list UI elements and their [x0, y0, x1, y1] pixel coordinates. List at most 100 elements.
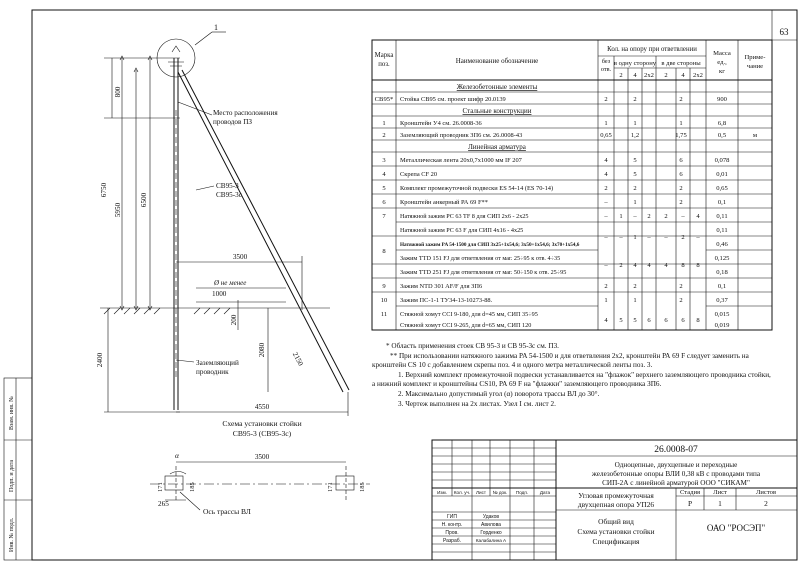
svg-text:–: – — [695, 234, 700, 241]
left-margin: Взам. инв. № Подп. и дата Инв. № подл. — [3, 377, 33, 561]
svg-text:1: 1 — [679, 120, 682, 127]
svg-text:Зажим NTD 301 AF/F для ЗП6: Зажим NTD 301 AF/F для ЗП6 — [400, 283, 482, 290]
svg-text:Зажим ПС-1-1 ТУ34-13-10273-88.: Зажим ПС-1-1 ТУ34-13-10273-88. — [400, 297, 493, 304]
dim-6750: 6750 — [100, 182, 108, 197]
svg-text:–: – — [603, 199, 608, 206]
h-sub-1: 2 — [619, 72, 622, 79]
svg-text:6: 6 — [382, 199, 386, 206]
h-qty: Кол. на опору при ответвлении — [607, 46, 697, 53]
svg-text:Стойка СВ95 см. проект шифр 20: Стойка СВ95 см. проект шифр 20.0139 — [400, 96, 506, 103]
margin-label-replace: Взам. инв. № — [9, 396, 15, 430]
table-row: 1 Кронштейн У4 см. 26.0008-36 1 1 1 6,8 — [382, 120, 726, 127]
sub-line-3: Спецификация — [593, 537, 640, 546]
sheet-number: 63 — [780, 27, 790, 37]
note-3: 3. Чертеж выполнен на 2х листах. Узел I … — [398, 399, 556, 408]
svg-text:2: 2 — [679, 283, 682, 290]
svg-text:5: 5 — [633, 157, 637, 164]
svg-text:Металлическая лента 20х0,7х100: Металлическая лента 20х0,7х1000 мм IF 20… — [400, 157, 523, 164]
col-head-sign: Подп. — [516, 490, 528, 495]
svg-text:Натяжной зажим PC 63 F для СИП: Натяжной зажим PC 63 F для СИП 4х16 - 4х… — [400, 227, 523, 234]
h-note-2: чание — [747, 63, 763, 70]
dim-800: 800 — [114, 86, 122, 97]
svg-text:Комплект промежуточной подвеск: Комплект промежуточной подвески ES 54-14… — [400, 185, 553, 192]
h-sub-2: 4 — [633, 72, 637, 79]
svg-text:2: 2 — [679, 185, 682, 192]
svg-text:–: – — [663, 234, 668, 241]
h-note-1: Приме- — [745, 54, 766, 61]
table-row: 10 Зажим ПС-1-1 ТУ34-13-10273-88. 1 1 2 … — [381, 297, 729, 304]
svg-text:0,125: 0,125 — [715, 255, 731, 262]
svg-text:4: 4 — [604, 157, 608, 164]
table-row: 3 Металлическая лента 20х0,7х1000 мм IF … — [382, 157, 730, 164]
svg-text:Натяжной зажим PA 54-1500 для: Натяжной зажим PA 54-1500 для СИП 3х25+1… — [400, 241, 580, 248]
table-row: Натяжной зажим PA 54-1500 для СИП 3х25+1… — [400, 241, 728, 248]
svg-text:2: 2 — [382, 132, 385, 139]
project-line-2: железобетонные опоры ВЛИ 0,38 кВ с прово… — [591, 470, 761, 478]
svg-text:0,1: 0,1 — [718, 283, 726, 290]
svg-text:0,65: 0,65 — [600, 132, 612, 139]
svg-text:2: 2 — [679, 96, 682, 103]
dim-6500: 6500 — [140, 192, 148, 207]
svg-text:–: – — [603, 213, 608, 220]
doc-code: 26.0008-07 — [654, 445, 698, 455]
table-row: Зажим TTD 251 FJ для ответвления от маг.… — [400, 262, 728, 276]
table-row: 6 Кронштейн анкерный РА 69 F** – 1 2 0,1 — [382, 199, 726, 206]
svg-text:0,11: 0,11 — [716, 227, 727, 234]
plan-axis-label: Ось трассы ВЛ — [203, 507, 251, 516]
svg-text:0,5: 0,5 — [718, 132, 727, 139]
svg-text:4: 4 — [696, 213, 700, 220]
dim-2150: 2150 — [291, 351, 305, 368]
pole-strut — [177, 71, 344, 393]
stage-value: Р — [688, 499, 692, 508]
plan-foot-left — [164, 475, 184, 491]
caption-1: Схема установки стойки — [222, 419, 301, 428]
svg-text:1: 1 — [633, 234, 636, 241]
plan-foot-right — [335, 475, 355, 491]
svg-text:м: м — [753, 132, 758, 139]
sub-line-2: Схема установки стойки — [577, 527, 654, 536]
pole-elevation: 1 Место расположения проводов ПЗ СВ95-3 … — [96, 23, 350, 438]
svg-text:0,078: 0,078 — [715, 157, 731, 164]
svg-text:–: – — [603, 234, 608, 241]
svg-text:0,11: 0,11 — [716, 213, 727, 220]
svg-text:2: 2 — [604, 96, 607, 103]
col-head-izm: Изм. — [437, 490, 447, 495]
sheet-frame — [31, 9, 798, 561]
caption-2: СВ95-3 (СВ95-3с) — [233, 429, 292, 438]
svg-text:5: 5 — [619, 317, 623, 324]
svg-text:Скрепа CF 20: Скрепа CF 20 — [400, 171, 437, 178]
min-value: 1000 — [212, 290, 227, 298]
svg-text:4: 4 — [604, 171, 608, 178]
svg-text:4: 4 — [382, 171, 386, 178]
svg-text:0,1: 0,1 — [718, 199, 726, 206]
table-row: Стяжной хомут CCI 9-265, для d=65 мм, СИ… — [400, 317, 730, 329]
stage-head: Стадия — [680, 489, 700, 496]
callout-1: 1 — [214, 23, 218, 32]
svg-text:4: 4 — [604, 317, 608, 324]
svg-text:0,37: 0,37 — [716, 297, 728, 304]
table-row: 9 Зажим NTD 301 AF/F для ЗП6 2 2 2 0,1 — [382, 283, 726, 290]
svg-text:5: 5 — [382, 185, 386, 192]
svg-text:Кронштейн У4 см. 26.0008-36: Кронштейн У4 см. 26.0008-36 — [400, 120, 482, 127]
svg-text:СВ95*: СВ95* — [375, 96, 394, 103]
role-nkontr: Н. контр. — [442, 522, 463, 528]
name-nkontr: Авилова — [481, 522, 501, 528]
col-head-date: Дата — [540, 490, 551, 495]
svg-text:8: 8 — [382, 248, 386, 255]
svg-text:2: 2 — [633, 283, 636, 290]
h-sub-3: 2х2 — [644, 72, 654, 79]
svg-text:6,8: 6,8 — [718, 120, 727, 127]
role-prov: Пров. — [445, 530, 458, 536]
col-head-list: Лист — [476, 490, 487, 495]
margin-label-sign: Подп. и дата — [9, 460, 15, 492]
plan-view: 3500 α 171 185 171 185 265 Ось трассы ВЛ — [150, 451, 370, 516]
h-sub-5: 4 — [681, 72, 685, 79]
svg-text:Натяжной зажим PC 63 TF 8 для: Натяжной зажим PC 63 TF 8 для СИП 2х6 - … — [400, 213, 529, 220]
svg-text:2: 2 — [633, 185, 636, 192]
title-block: Изм. Кол. уч. Лист № док. Подп. Дата ГИП… — [431, 439, 798, 561]
svg-text:6: 6 — [679, 171, 683, 178]
svg-text:8: 8 — [696, 262, 700, 269]
table-row: СВ95* Стойка СВ95 см. проект шифр 20.013… — [375, 96, 728, 103]
table-row: 7 Натяжной зажим PC 63 TF 8 для СИП 2х6 … — [382, 213, 727, 220]
margin-label-inventory: Инв. № подл. — [9, 517, 15, 552]
